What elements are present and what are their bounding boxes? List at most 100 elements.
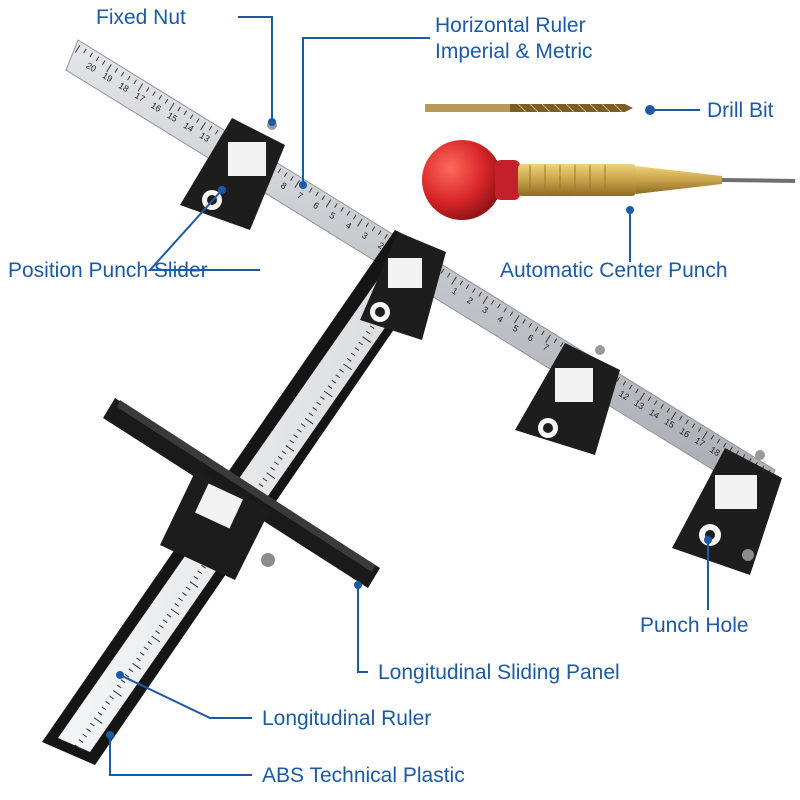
horizontal-ruler-number: 16 <box>678 426 692 440</box>
horizontal-ruler-tick <box>628 384 633 390</box>
callout-position-punch-slider: Position Punch Slider <box>8 258 208 284</box>
longitudinal-ruler-tick <box>143 646 149 651</box>
horizontal-ruler-tick <box>541 330 545 336</box>
longitudinal-ruler-tick <box>86 728 91 732</box>
horizontal-ruler-number: 4 <box>344 220 354 231</box>
longitudinal-ruler-tick <box>335 374 341 379</box>
horizontal-ruler-tick <box>729 446 733 452</box>
longitudinal-ruler-tick <box>316 401 321 406</box>
horizontal-ruler-number: 2 <box>465 295 475 306</box>
horizontal-ruler-tick <box>325 199 332 208</box>
horizontal-ruler-tick <box>321 195 326 201</box>
automatic-center-punch <box>422 140 796 220</box>
horizontal-ruler-tick <box>639 392 645 401</box>
horizontal-ruler-tick <box>513 315 520 324</box>
horizontal-ruler-number: 15 <box>663 416 677 430</box>
horizontal-ruler-tick <box>666 407 671 413</box>
horizontal-ruler-tick <box>702 431 708 440</box>
horizontal-ruler-tick <box>482 295 489 305</box>
horizontal-ruler-tick <box>472 288 476 293</box>
horizontal-ruler-tick <box>378 230 382 235</box>
callout-longitudinal-sliding-panel: Longitudinal Sliding Panel <box>378 660 620 686</box>
longitudinal-sliding-panel <box>103 398 380 588</box>
right-slider <box>515 343 620 455</box>
leader-lines <box>109 16 709 776</box>
horizontal-ruler-number: 2 <box>376 240 386 251</box>
horizontal-ruler-tick <box>503 307 507 313</box>
longitudinal-ruler-tick <box>266 472 276 479</box>
horizontal-ruler-tick <box>290 176 294 181</box>
horizontal-ruler-tick <box>716 438 721 444</box>
longitudinal-ruler-tick <box>323 390 333 398</box>
longitudinal-ruler-tick <box>320 396 325 400</box>
longitudinal-ruler-tick <box>97 711 103 716</box>
horizontal-ruler-number: 17 <box>133 90 147 104</box>
horizontal-ruler-tick <box>309 187 313 193</box>
longitudinal-ruler-tick <box>300 423 306 428</box>
callout-fixed-nut: Fixed Nut <box>96 5 186 31</box>
longitudinal-ruler-tick <box>293 434 298 438</box>
horizontal-ruler-tick <box>528 322 533 328</box>
longitudinal-ruler-tick <box>120 679 126 683</box>
longitudinal-ruler-tick <box>136 657 141 662</box>
horizontal-ruler-tick <box>697 427 702 433</box>
longitudinal-ruler-tick <box>159 624 164 629</box>
horizontal-ruler-number: 6 <box>311 200 321 211</box>
horizontal-ruler-tick <box>440 268 445 274</box>
horizontal-ruler-number: 16 <box>149 100 163 114</box>
horizontal-ruler-tick <box>89 52 93 58</box>
longitudinal-ruler-tick <box>178 597 183 602</box>
horizontal-ruler-tick <box>315 191 319 197</box>
panel-center-block <box>160 470 275 580</box>
horizontal-ruler-tick <box>158 94 162 100</box>
horizontal-ruler-number: 14 <box>647 407 661 421</box>
longitudinal-ruler-tick <box>297 428 302 433</box>
horizontal-ruler-tick <box>723 442 727 448</box>
horizontal-ruler-number: 18 <box>117 80 131 94</box>
longitudinal-ruler-tick <box>312 407 318 411</box>
longitudinal-ruler-tick <box>308 412 314 417</box>
longitudinal-ruler-tick <box>331 379 337 384</box>
longitudinal-ruler-tick <box>166 613 172 618</box>
horizontal-ruler-tick <box>660 404 664 409</box>
horizontal-ruler-number: 4 <box>496 314 506 325</box>
longitudinal-ruler-tick <box>174 603 180 607</box>
longitudinal-ruler-tick <box>116 684 122 689</box>
longitudinal-ruler-tick <box>105 701 111 705</box>
horizontal-ruler-tick <box>214 129 219 135</box>
longitudinal-ruler-tick <box>132 662 141 670</box>
horizontal-ruler-tick <box>277 168 282 174</box>
horizontal-ruler-tick <box>371 226 376 232</box>
callout-punch-hole: Punch Hole <box>640 613 749 639</box>
horizontal-ruler-tick <box>465 284 470 290</box>
horizontal-ruler-tick <box>168 102 175 111</box>
horizontal-ruler-tick <box>365 222 369 228</box>
longitudinal-ruler-tick <box>277 456 283 460</box>
horizontal-ruler-tick <box>384 234 388 239</box>
longitudinal-ruler-tick <box>74 744 84 752</box>
longitudinal-ruler-tick <box>113 690 122 697</box>
longitudinal-ruler-tick <box>289 439 295 444</box>
longitudinal-ruler-tick <box>155 630 160 634</box>
horizontal-ruler-tick <box>196 118 200 123</box>
horizontal-ruler-tick <box>106 64 112 73</box>
longitudinal-ruler-tick <box>185 586 191 591</box>
horizontal-ruler-tick <box>522 319 526 324</box>
drill-bit <box>425 103 633 113</box>
horizontal-ruler-tick <box>691 423 696 429</box>
longitudinal-ruler-tick <box>90 722 95 727</box>
longitudinal-ruler-tick <box>274 461 279 466</box>
longitudinal-ruler-tick <box>189 581 199 588</box>
horizontal-ruler-number: 14 <box>182 120 196 134</box>
horizontal-ruler-tick <box>294 179 300 189</box>
center-slider <box>360 232 446 340</box>
horizontal-ruler-number: 3 <box>360 230 370 241</box>
horizontal-ruler-tick <box>451 276 457 285</box>
longitudinal-ruler-label: Longitudinal Ruler <box>262 707 432 730</box>
horizontal-ruler-tick <box>137 83 144 92</box>
horizontal-ruler-number: 19 <box>101 70 115 84</box>
horizontal-ruler-tick <box>189 114 194 120</box>
longitudinal-ruler-tick <box>285 445 295 452</box>
horizontal-ruler-number: 1 <box>450 286 460 297</box>
